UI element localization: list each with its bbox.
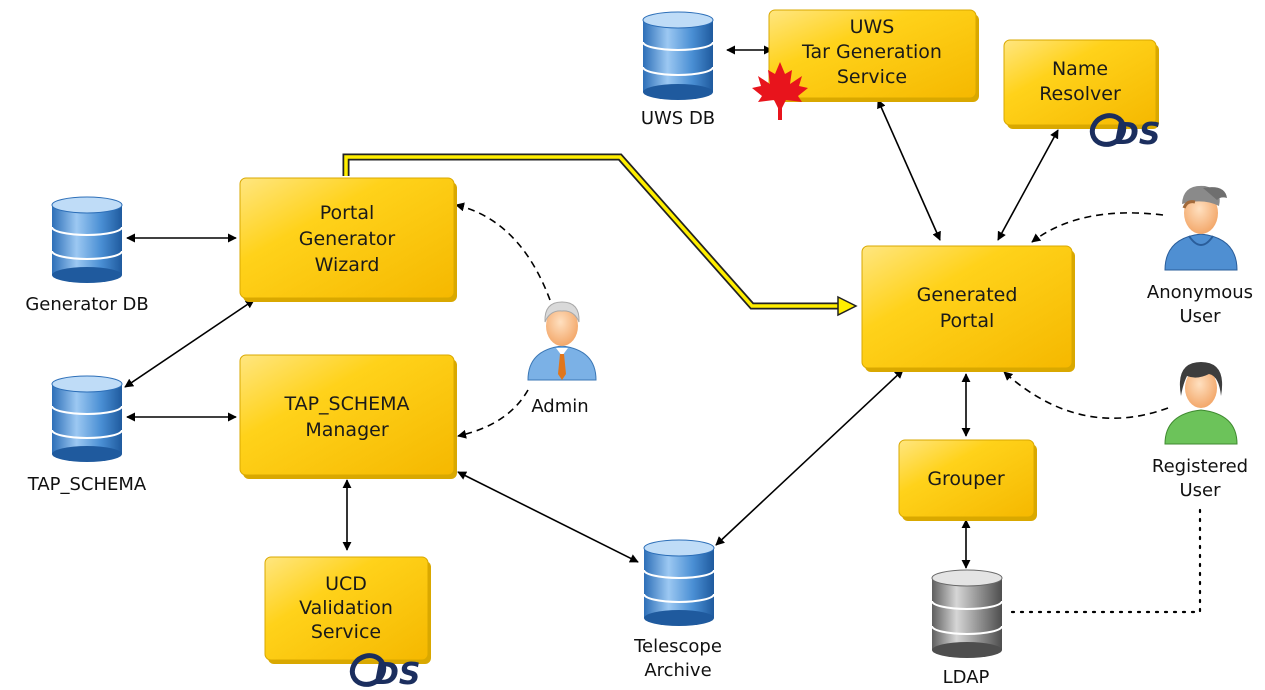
db-label: TAP_SCHEMA xyxy=(27,474,147,495)
box-line: Generated xyxy=(917,284,1018,306)
ldap-db-icon xyxy=(931,569,1003,658)
uws-db-icon xyxy=(642,11,714,100)
cds-logo-text: DS xyxy=(1114,117,1161,152)
name-resolver-box: Name Resolver xyxy=(1003,39,1159,129)
connectors xyxy=(124,45,1202,614)
tap-schema-manager-box: TAP_SCHEMA Manager xyxy=(239,354,457,479)
dashed-anonymous-generatedportal xyxy=(1031,212,1164,243)
box-line: Wizard xyxy=(315,254,380,276)
db-label: Telescope xyxy=(633,636,722,657)
box-line: Resolver xyxy=(1039,83,1121,105)
arrow-nameresolver-generatedportal xyxy=(997,129,1059,241)
box-line: Validation xyxy=(299,597,393,619)
box-line: UCD xyxy=(325,573,367,595)
db-label: Generator DB xyxy=(25,294,148,315)
dashed-admin-manager xyxy=(457,389,529,439)
db-label: UWS DB xyxy=(641,108,715,129)
db-label: Archive xyxy=(644,660,711,681)
anonymous-user-icon xyxy=(1164,185,1238,271)
actor-label: Admin xyxy=(531,396,588,417)
admin-person-icon xyxy=(527,301,597,381)
ucd-validation-service-box: UCD Validation Service xyxy=(264,556,431,664)
box-line: Portal xyxy=(940,310,995,332)
arrow-manager-telescope xyxy=(457,471,639,563)
portal-generator-wizard-box: Portal Generator Wizard xyxy=(239,177,457,302)
box-line: Name xyxy=(1052,58,1108,80)
actor-label: User xyxy=(1179,480,1221,501)
box-line: Manager xyxy=(305,419,388,441)
box-line: Tar Generation xyxy=(801,41,942,63)
box-line: TAP_SCHEMA xyxy=(283,393,409,415)
generator-db-icon xyxy=(51,196,123,283)
arrow-tapschema-portalgenerator xyxy=(124,299,255,388)
box-line: Service xyxy=(311,621,381,643)
uws-tar-generation-service-box: UWS Tar Generation Service xyxy=(768,9,979,102)
dashed-registered-generatedportal xyxy=(1003,371,1169,419)
generated-portal-box: Generated Portal xyxy=(861,245,1075,372)
telescope-archive-db-icon xyxy=(643,539,715,626)
actor-label: Anonymous xyxy=(1147,282,1253,303)
cds-logo-text: DS xyxy=(374,657,421,690)
cds-logo-icon: DS xyxy=(349,653,421,690)
dotted-registered-ldap xyxy=(1010,508,1202,614)
cds-logo-icon: DS xyxy=(1089,113,1161,152)
registered-user-icon xyxy=(1164,362,1238,445)
generation-flow-arrow xyxy=(342,153,858,317)
db-label: LDAP xyxy=(943,667,990,688)
arrow-telescope-generatedportal xyxy=(715,369,904,546)
tap-schema-db-icon xyxy=(51,375,123,462)
maple-leaf-icon xyxy=(752,62,808,120)
box-line: Grouper xyxy=(927,468,1005,490)
box-line: Service xyxy=(837,66,907,88)
actor-label: Registered xyxy=(1152,456,1248,477)
arrow-uws-generatedportal xyxy=(877,99,941,241)
box-line: Generator xyxy=(299,228,396,250)
box-line: UWS xyxy=(850,16,895,38)
grouper-box: Grouper xyxy=(898,439,1037,521)
box-line: Portal xyxy=(320,202,375,224)
actor-label: User xyxy=(1179,306,1221,327)
dashed-admin-portalgenerator xyxy=(455,202,551,301)
